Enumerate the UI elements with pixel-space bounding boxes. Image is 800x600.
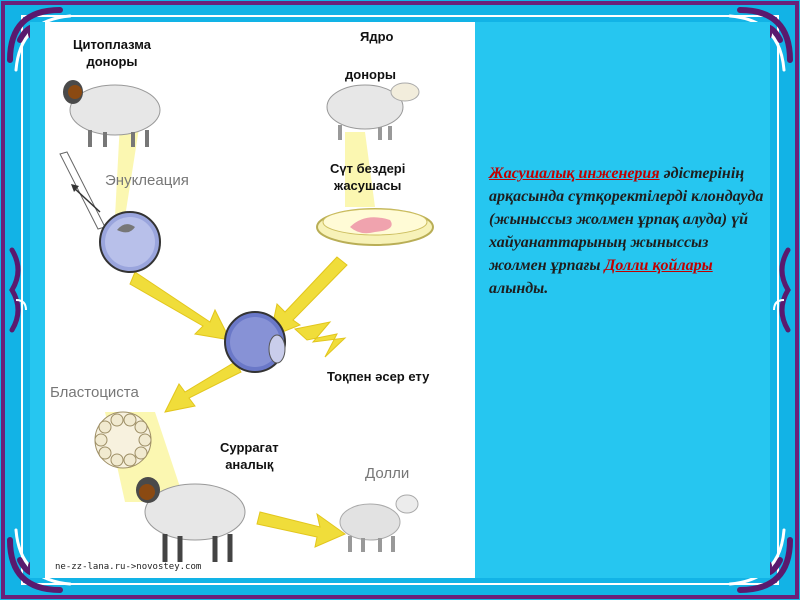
cytoplasm-donor-sheep-icon (63, 80, 161, 147)
dolly-lamb-icon (339, 494, 419, 552)
label-blastocyst: Бластоциста (50, 384, 139, 401)
label-electric-shock: Тоқпен әсер ету (327, 369, 430, 384)
fused-cell-icon (224, 311, 286, 373)
nucleus-donor-sheep-icon (326, 82, 420, 140)
label-cytoplasm-donor: Цитоплазма доноры (73, 37, 151, 69)
description-end: алынды. (489, 280, 549, 297)
label-enucleation: Энуклеация (105, 172, 189, 189)
cloning-diagram: Цитоплазма доноры Ядро доноры Энуклеация… (45, 22, 475, 578)
dolly-sheep-link[interactable]: Долли қойлары (604, 257, 713, 274)
label-nucleus-donor: доноры (345, 67, 397, 82)
label-dolly: Долли (365, 465, 410, 482)
petri-dish-icon (316, 208, 434, 246)
label-surrogate: Суррагат аналық (220, 440, 279, 472)
surrogate-sheep-icon (136, 477, 246, 562)
source-caption: ne-zz-lana.ru->novostey.com (55, 562, 202, 572)
diagram-graphics (59, 80, 434, 562)
genetic-engineering-link[interactable]: Жасушалық инженерия (489, 165, 660, 182)
description-text: Жасушалық инженерия әдістерінің арқасынд… (489, 162, 764, 300)
label-mammary-cells: Сүт бездері жасушасы (330, 161, 406, 193)
blastocyst-icon (94, 411, 152, 469)
pipette-icon (59, 151, 106, 230)
description-body: әдістерінің арқасында сүтқоректілерді кл… (489, 165, 764, 274)
egg-cell-icon (99, 211, 161, 273)
label-nucleus: Ядро (360, 29, 394, 44)
